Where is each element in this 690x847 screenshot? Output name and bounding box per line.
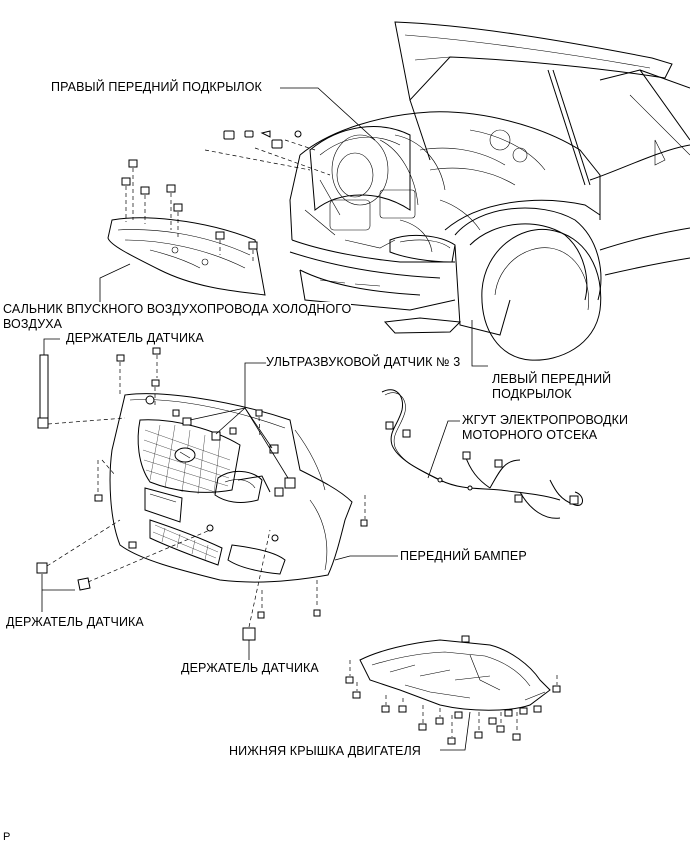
label-sensor-holder-bottom: ДЕРЖАТЕЛЬ ДАТЧИКА bbox=[181, 661, 319, 676]
label-left-front-liner-line1: ЛЕВЫЙ ПЕРЕДНИЙ bbox=[492, 372, 612, 387]
label-cold-air-seal-line2: ВОЗДУХА bbox=[3, 317, 63, 332]
label-sensor-holder-left: ДЕРЖАТЕЛЬ ДАТЧИКА bbox=[6, 615, 144, 630]
reference-code: P bbox=[3, 831, 11, 843]
bumper-lower-fasteners bbox=[94, 459, 368, 619]
label-wire-harness-line2: МОТОРНОГО ОТСЕКА bbox=[462, 428, 598, 443]
label-ultrasonic-sensor: УЛЬТРАЗВУКОВОЙ ДАТЧИК № 3 bbox=[266, 355, 461, 370]
sensor-holder-left-bottom bbox=[36, 519, 211, 591]
label-engine-under-cover: НИЖНЯЯ КРЫШКА ДВИГАТЕЛЯ bbox=[229, 744, 421, 759]
label-wire-harness-line1: ЖГУТ ЭЛЕКТРОПРОВОДКИ bbox=[462, 413, 629, 428]
sensor-holder-bottom bbox=[242, 529, 271, 660]
label-front-bumper: ПЕРЕДНИЙ БАМПЕР bbox=[400, 549, 527, 564]
label-left-front-liner-line2: ПОДКРЫЛОК bbox=[492, 387, 572, 402]
leader-lines bbox=[41, 87, 488, 751]
engine-under-cover-part bbox=[345, 635, 561, 745]
wire-harness bbox=[381, 389, 583, 519]
cold-air-intake-seal bbox=[107, 159, 266, 296]
sensor-holder-left-top bbox=[37, 354, 126, 429]
label-right-front-liner: ПРАВЫЙ ПЕРЕДНИЙ ПОДКРЫЛОК bbox=[51, 80, 262, 95]
label-sensor-holder-top: ДЕРЖАТЕЛЬ ДАТЧИКА bbox=[66, 331, 204, 346]
front-bumper-part bbox=[109, 347, 353, 583]
label-cold-air-seal-line1: САЛЬНИК ВПУСКНОГО ВОЗДУХОПРОВОДА ХОЛОДНО… bbox=[3, 302, 352, 317]
clips-top bbox=[204, 130, 331, 176]
vehicle-front-body bbox=[289, 21, 690, 361]
